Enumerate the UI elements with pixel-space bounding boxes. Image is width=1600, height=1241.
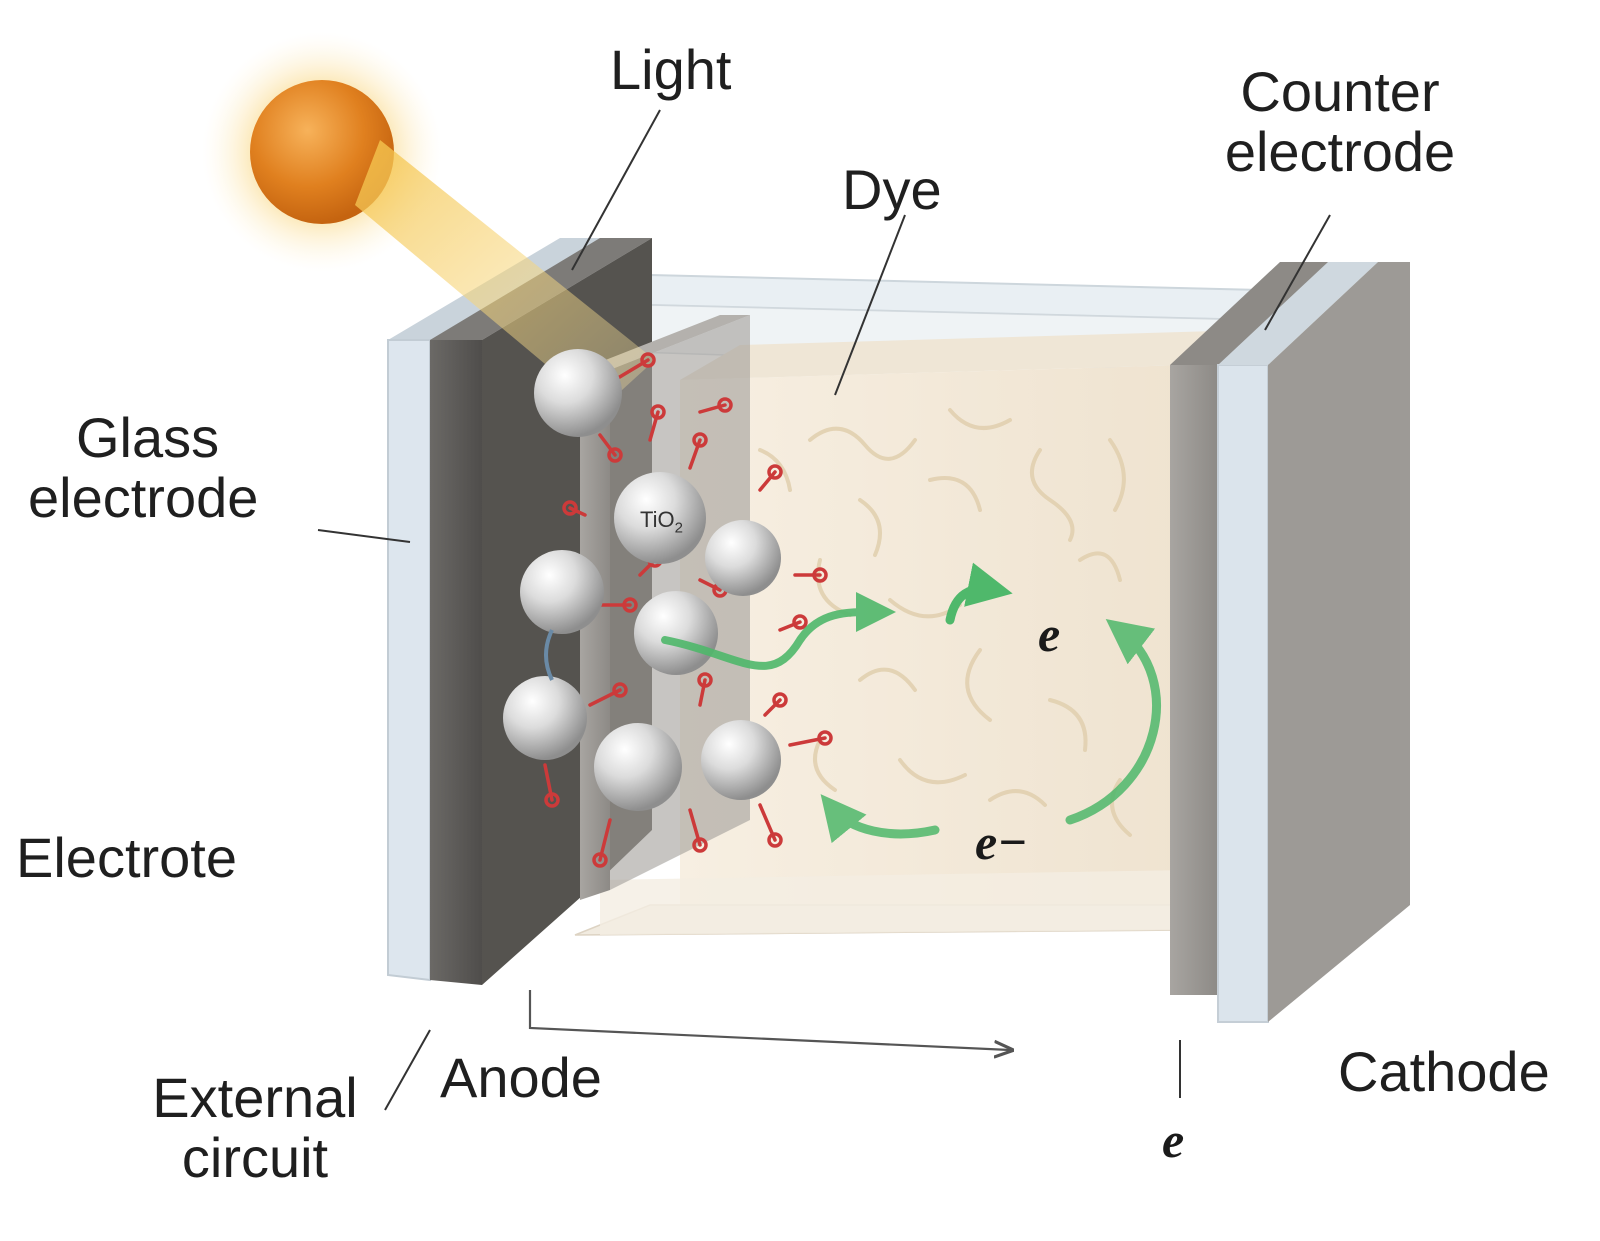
dye-molecule-loop: [607, 447, 623, 463]
dye-molecule-stick: [698, 678, 707, 707]
label-anode: Anode: [440, 1046, 602, 1109]
label-external-circuit: External circuit: [135, 1068, 375, 1188]
dye-molecule-loop: [640, 352, 656, 368]
dye-molecule-loop: [817, 730, 833, 746]
dye-molecule-stick: [763, 698, 782, 717]
tio2-sphere: [534, 349, 622, 437]
leader-external-circuit: [384, 1029, 431, 1111]
dye-molecule-stick: [598, 433, 617, 457]
label-counter-electrode-line2: electrode: [1224, 120, 1456, 183]
label-counter-electrode-line1: Counter: [1240, 60, 1440, 123]
leader-glass-electrode: [317, 529, 411, 543]
dye-molecule-loop: [692, 837, 708, 853]
dye-molecule-loop: [772, 692, 788, 708]
electron-flow-arrows: [661, 562, 1161, 844]
dye-molecule-loop: [592, 852, 608, 868]
tio2-sphere: [520, 550, 604, 634]
label-external-circuit-line2: circuit: [181, 1126, 329, 1189]
tio2-sphere: [701, 720, 781, 800]
label-cathode: Cathode: [1338, 1040, 1550, 1103]
label-tio2-main: TiO: [640, 507, 675, 532]
label-tio2-sub: 2: [674, 519, 683, 537]
electrolyte-squiggles: [758, 408, 1132, 837]
tio2-nanoparticles: [503, 349, 781, 811]
dye-molecule-loop: [767, 464, 783, 480]
label-counter-electrode: Counter electrode: [1195, 62, 1485, 182]
sphere-link: [544, 629, 554, 681]
dye-molecule-loop: [792, 614, 808, 630]
dye-molecule-loop: [650, 404, 666, 420]
label-light: Light: [610, 38, 732, 101]
dye-molecule-loop: [717, 397, 733, 413]
dye-molecule-loop: [622, 597, 638, 613]
label-glass-electrode: Glass electrode: [28, 408, 258, 528]
label-tio2: TiO2: [640, 508, 683, 540]
dye-molecule-loop: [767, 832, 783, 848]
dye-molecule-stick: [778, 620, 802, 632]
tio2-sphere: [614, 472, 706, 564]
label-glass-electrode-line2: electrode: [28, 466, 259, 529]
label-electron-minus: e−: [975, 814, 1028, 870]
external-circuit-arrow: [528, 990, 1010, 1050]
leader-counter-electrode: [1264, 214, 1331, 331]
label-electrolyte: Electrote: [16, 826, 237, 889]
leader-light: [571, 109, 661, 271]
dye-molecule-loop: [562, 500, 578, 516]
leader-dye: [834, 214, 906, 396]
tio2-sphere: [634, 591, 718, 675]
dye-molecule-stick: [698, 578, 722, 592]
label-dye: Dye: [842, 158, 942, 221]
label-electron-bottom: e: [1162, 1112, 1185, 1168]
dye-molecule-loop: [612, 682, 628, 698]
dye-molecule-loop: [544, 792, 560, 808]
counter-electrode: [1170, 262, 1410, 1023]
tio2-sphere: [705, 520, 781, 596]
light-beam: [355, 140, 655, 410]
dye-molecule-loop: [692, 432, 708, 448]
dye-molecules: [543, 352, 833, 868]
tio2-sphere: [594, 723, 682, 811]
dye-molecule-loop: [697, 672, 713, 688]
dye-molecule-loop: [812, 567, 828, 583]
label-glass-electrode-line1: Glass: [76, 406, 220, 469]
dye-molecule-stick: [758, 470, 777, 492]
tio2-sphere: [503, 676, 587, 760]
leader-lines: [317, 109, 1331, 1111]
dye-molecule-stick: [568, 506, 587, 517]
label-electron-upper: e: [1038, 606, 1061, 662]
label-external-circuit-line1: External: [152, 1066, 358, 1129]
